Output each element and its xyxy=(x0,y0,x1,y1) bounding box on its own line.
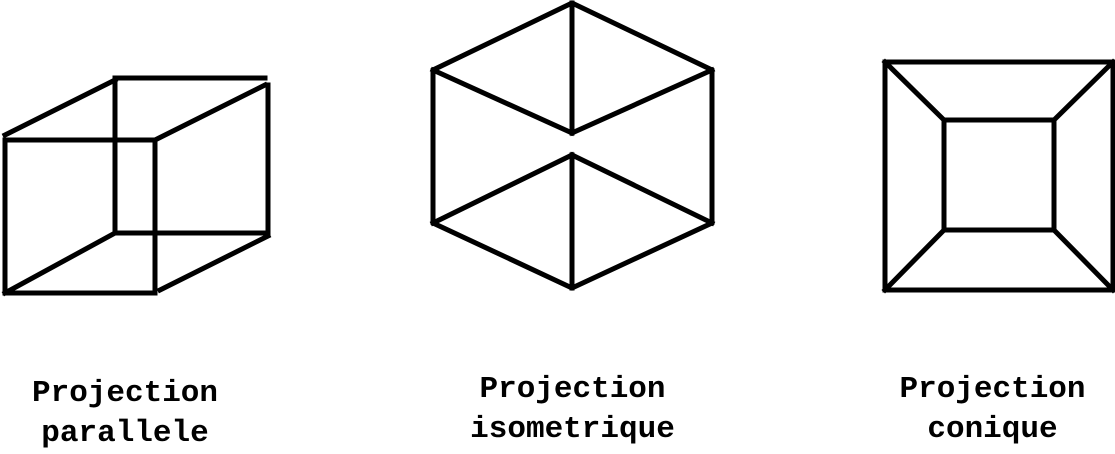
isometric-projection-cube xyxy=(429,0,716,291)
caption-isometric-line2: isometrique xyxy=(470,412,675,447)
parallel-front-face xyxy=(2,137,158,296)
parallel-depth-edge-tl xyxy=(1,76,119,139)
caption-isometric-projection: Projection isometrique xyxy=(440,370,705,450)
isometric-upper-right-edge xyxy=(568,66,716,137)
caption-parallel-line2: parallele xyxy=(41,416,209,451)
conic-edge-bl xyxy=(881,226,948,294)
isometric-upper-left-edge xyxy=(429,66,576,137)
conic-projection-cube xyxy=(881,58,1115,294)
caption-parallel-projection: Projection parallele xyxy=(0,374,250,454)
caption-parallel-line1: Projection xyxy=(31,376,219,411)
parallel-depth-edge-bl xyxy=(1,229,119,297)
parallel-back-edges xyxy=(112,75,268,236)
parallel-depth-edge-tr xyxy=(151,81,269,144)
parallel-projection-cube xyxy=(1,75,272,297)
conic-inner-square xyxy=(941,117,1057,233)
conic-outer-square xyxy=(882,59,1115,293)
caption-conic-line1: Projection xyxy=(899,372,1086,407)
caption-conic-projection: Projection conique xyxy=(870,370,1115,450)
conic-edge-tl xyxy=(881,58,948,124)
caption-conic-line2: conique xyxy=(927,412,1058,447)
isometric-lower-right-edge xyxy=(568,151,716,227)
parallel-depth-edge-br xyxy=(156,232,272,294)
conic-edge-br xyxy=(1050,226,1115,294)
isometric-lower-left-edge xyxy=(429,151,576,227)
caption-isometric-line1: Projection xyxy=(479,372,666,407)
conic-edge-tr xyxy=(1050,58,1115,124)
